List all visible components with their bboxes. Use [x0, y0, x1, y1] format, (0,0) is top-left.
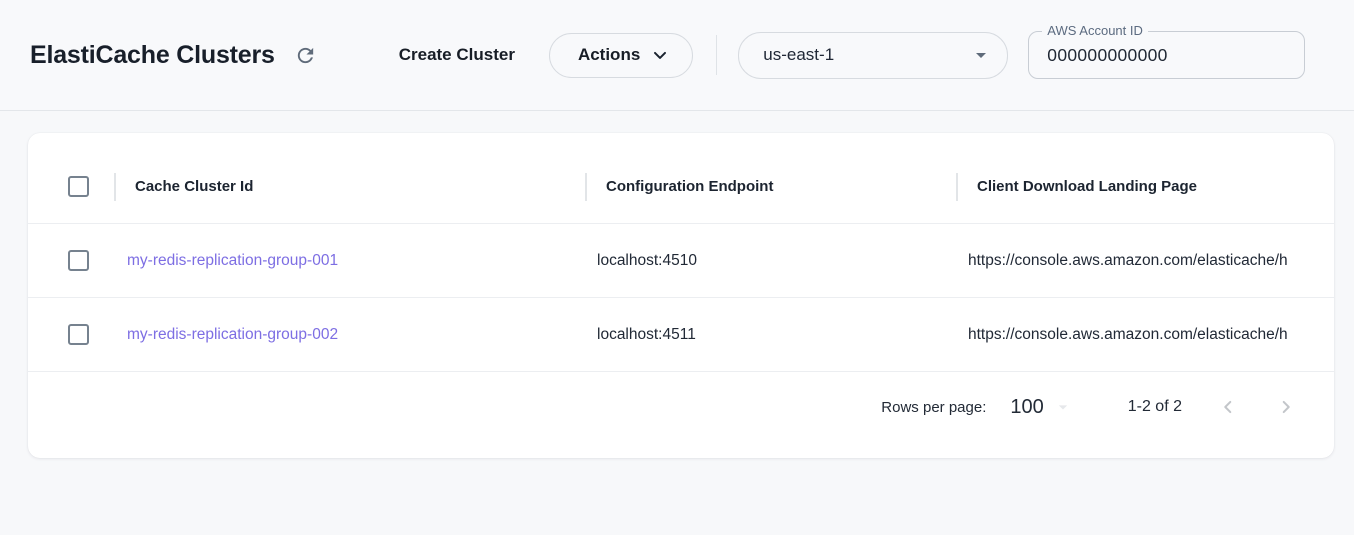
- header-checkbox-cell: [28, 176, 114, 197]
- column-divider: [956, 172, 958, 201]
- clusters-table-card: Cache Cluster Id Configuration Endpoint …: [28, 133, 1334, 458]
- column-header-client-download-landing-page: Client Download Landing Page: [956, 172, 1334, 201]
- row-checkbox[interactable]: [68, 324, 89, 345]
- caret-down-icon: [1053, 397, 1073, 417]
- cache-cluster-id-link[interactable]: my-redis-replication-group-002: [127, 325, 339, 343]
- column-divider: [114, 172, 116, 201]
- chevron-right-icon: [1275, 396, 1297, 418]
- rows-per-page-value: 100: [1010, 395, 1044, 418]
- page-title: ElastiCache Clusters: [30, 40, 275, 69]
- refresh-button[interactable]: [291, 40, 321, 70]
- row-checkbox[interactable]: [68, 250, 89, 271]
- toolbar-divider: [716, 35, 718, 75]
- column-header-configuration-endpoint: Configuration Endpoint: [585, 172, 956, 201]
- select-all-checkbox[interactable]: [68, 176, 89, 197]
- column-header-label: Client Download Landing Page: [977, 178, 1198, 195]
- configuration-endpoint-cell: localhost:4510: [597, 251, 697, 269]
- chevron-down-icon: [650, 45, 670, 65]
- aws-account-id-field[interactable]: AWS Account ID: [1028, 23, 1306, 79]
- pagination-bar: Rows per page: 100 1-2 of 2: [28, 372, 1334, 442]
- chevron-left-icon: [1217, 396, 1239, 418]
- top-bar: ElastiCache Clusters Create Cluster Acti…: [0, 0, 1354, 111]
- refresh-icon: [294, 44, 317, 67]
- aws-account-id-input[interactable]: [1029, 44, 1305, 66]
- actions-button-label: Actions: [577, 45, 641, 64]
- rows-per-page-label: Rows per page:: [881, 398, 987, 416]
- next-page-button[interactable]: [1272, 393, 1300, 421]
- region-select[interactable]: us-east-1: [738, 31, 1009, 79]
- column-header-label: Cache Cluster Id: [135, 178, 254, 195]
- table-row: my-redis-replication-group-001 localhost…: [28, 224, 1334, 298]
- cache-cluster-id-cell: my-redis-replication-group-001: [114, 252, 585, 270]
- row-checkbox-cell: [28, 324, 114, 345]
- client-download-landing-page-cell: https://console.aws.amazon.com/elasticac…: [968, 325, 1288, 343]
- column-header-label: Configuration Endpoint: [606, 178, 774, 195]
- caret-down-icon: [969, 43, 993, 67]
- previous-page-button[interactable]: [1214, 393, 1242, 421]
- column-divider: [585, 172, 587, 201]
- cache-cluster-id-link[interactable]: my-redis-replication-group-001: [127, 251, 339, 269]
- pagination-range: 1-2 of 2: [1127, 398, 1182, 415]
- row-checkbox-cell: [28, 250, 114, 271]
- region-select-value: us-east-1: [763, 45, 835, 64]
- rows-per-page-select[interactable]: 100: [1010, 396, 1072, 419]
- actions-button[interactable]: Actions: [548, 32, 694, 78]
- column-header-cache-cluster-id: Cache Cluster Id: [114, 172, 585, 201]
- table-row: my-redis-replication-group-002 localhost…: [28, 298, 1334, 372]
- client-download-landing-page-cell: https://console.aws.amazon.com/elasticac…: [968, 251, 1288, 269]
- create-cluster-button[interactable]: Create Cluster: [398, 45, 515, 64]
- aws-account-id-label: AWS Account ID: [1042, 23, 1148, 38]
- configuration-endpoint-cell: localhost:4511: [597, 325, 696, 343]
- cache-cluster-id-cell: my-redis-replication-group-002: [114, 326, 585, 344]
- table-header-row: Cache Cluster Id Configuration Endpoint …: [28, 150, 1334, 224]
